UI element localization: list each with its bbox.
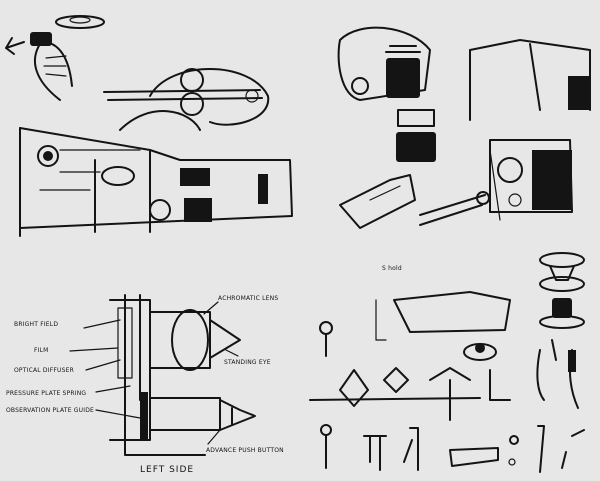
left-side-section-diagram: BRIGHT FIELD FILM OPTICAL DIFFUSER PRESS… xyxy=(6,294,284,475)
hand-with-film-spool-icon xyxy=(5,15,105,101)
leader-lines xyxy=(69,301,239,445)
label-diffuser: OPTICAL DIFFUSER xyxy=(14,367,74,374)
bolts-icon xyxy=(320,424,585,473)
panel-small-parts: S hold xyxy=(300,240,600,481)
label-button: ADVANCE PUSH BUTTON xyxy=(206,447,284,454)
label-bottom: OBSERVATION PLATE GUIDE xyxy=(6,407,94,414)
housing-outline xyxy=(109,294,256,456)
caption-left-side: LEFT SIDE xyxy=(140,465,194,475)
guide-rail-icon xyxy=(375,291,511,341)
panel-knob-assembly xyxy=(300,0,600,240)
cap-spool-icon xyxy=(539,252,585,329)
camera-mechanism-sketch xyxy=(5,15,293,237)
panel-left-side-section: BRIGHT FIELD FILM OPTICAL DIFFUSER PRESS… xyxy=(0,240,300,481)
label-lens: ACHROMATIC LENS xyxy=(218,295,278,302)
gear-wheel-pair-icon xyxy=(103,68,270,131)
panel-camera-mechanism xyxy=(0,0,300,240)
spool-sprocket-icon xyxy=(469,39,591,221)
lever-handles-icon xyxy=(536,339,579,409)
label-plate: PRESSURE PLATE SPRING xyxy=(6,390,86,397)
label-top-note: S hold xyxy=(382,265,402,272)
camera-body-icon xyxy=(19,127,293,237)
label-opening: BRIGHT FIELD xyxy=(14,321,58,328)
label-eye: STANDING EYE xyxy=(224,359,271,366)
label-film: FILM xyxy=(34,347,49,354)
lever-arm-icon xyxy=(339,174,490,229)
tack-pins-icon xyxy=(309,321,511,421)
knob-assembly-icon xyxy=(337,26,436,162)
small-parts-sketch: S hold xyxy=(309,252,585,473)
knob-assembly-sketch xyxy=(337,26,591,229)
